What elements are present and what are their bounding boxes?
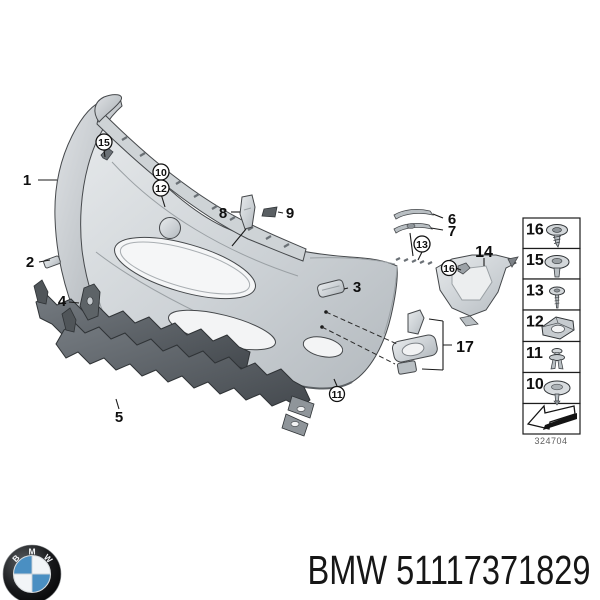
callout-labels: 1 2 3 4 5 6 7 8 9 14 17: [23, 172, 493, 426]
callout-8: 8: [219, 205, 227, 222]
part7-strip: [393, 222, 433, 234]
callout-4: 4: [58, 293, 67, 310]
bmw-logo-quadrant-blue-br: [32, 574, 51, 593]
torx-screw-icon: [546, 224, 568, 248]
circled-callout-16: 16: [440, 259, 458, 277]
svg-text:11: 11: [331, 389, 342, 401]
circled-callout-15: 15: [95, 133, 113, 151]
callout-7: 7: [448, 223, 456, 240]
upper-grille-opening: [114, 236, 256, 300]
part7-attach-line: [409, 232, 414, 257]
footer: B M W BMW 51117371829: [2, 544, 591, 600]
circled-callout-13: 13: [413, 235, 431, 253]
strip-horn-tip: [94, 94, 123, 123]
callout-5: 5: [115, 409, 123, 426]
part16-clip: [457, 262, 471, 275]
table-row-label: 11: [526, 345, 543, 362]
washer-bolt-icon: [544, 255, 570, 278]
support-bar-end-tab: [281, 395, 315, 437]
part-number-label: BMW 51117371829: [308, 547, 591, 593]
callout-6: 6: [448, 211, 456, 228]
corner-stud-ticks: [395, 257, 433, 265]
circled-callout-11: 11: [328, 385, 346, 403]
part6-strip: [393, 208, 434, 220]
part14-foot: [459, 315, 479, 327]
expansion-rivet-icon: [549, 348, 565, 370]
bmw-logo-letter-b: B: [10, 553, 21, 564]
fastener-table: 16 15 13 12 11 10: [522, 217, 581, 446]
callout-1: 1: [23, 172, 31, 189]
part17-trim: [391, 334, 438, 363]
svg-text:12: 12: [155, 183, 167, 195]
dashed-leader-1: [325, 311, 398, 345]
bmw-logo-quadrant-white-tr: [32, 555, 51, 574]
part9-clip: [261, 206, 278, 218]
part8-bracket-line: [243, 207, 252, 211]
circled-callout-12: 12: [152, 179, 170, 197]
circled-callout-10: 10: [152, 163, 170, 181]
bumper-crease-line: [111, 161, 299, 277]
cage-nut-icon: [541, 316, 575, 340]
diagram-ref-code: 324704: [534, 436, 567, 446]
bmw-logo-inner-ring: [12, 554, 52, 594]
install-direction-arrow-icon: [526, 404, 577, 430]
table-row-label: 15: [526, 252, 544, 269]
table-row-label: 12: [526, 314, 544, 331]
bmw-logo-cross-lines: [13, 555, 51, 593]
callout-3: 3: [353, 279, 361, 296]
fog-lamp-opening: [302, 336, 344, 358]
part3-cover: [317, 279, 345, 298]
svg-text:10: 10: [155, 167, 167, 179]
svg-text:15: 15: [98, 137, 110, 149]
bmw-logo-quadrant-white-bl: [13, 574, 32, 593]
callout-17: 17: [456, 339, 474, 356]
part8-attach-line: [231, 228, 247, 247]
callout-2: 2: [26, 254, 34, 271]
part8-bracket: [239, 194, 256, 230]
upper-grille-inner-line: [119, 241, 251, 295]
callout-leader-lines: [38, 149, 485, 410]
table-row-label: 10: [526, 376, 544, 393]
part7-grommet: [406, 223, 416, 229]
circled-callouts: 10 12 13 15 16 11: [95, 133, 458, 403]
end-tab-hole-2: [290, 421, 300, 427]
dashed-leader-2: [321, 326, 396, 365]
svg-text:16: 16: [443, 263, 455, 275]
svg-text:13: 13: [416, 239, 428, 251]
support-bar-lower-flag: [61, 307, 77, 333]
callout-14: 14: [475, 244, 493, 261]
table-row-label: 13: [526, 283, 544, 300]
part4-bracket-hole: [86, 296, 94, 306]
bmw-logo: B M W: [2, 544, 62, 600]
part14-cavity: [451, 265, 493, 301]
part17-lower-clip: [396, 360, 417, 375]
table-row-label: 16: [526, 222, 544, 239]
bumper-right-edge-shadow: [383, 265, 398, 335]
washer-cover-blank: [159, 217, 181, 239]
part2-clip: [43, 255, 61, 269]
washer-rivet-icon: [543, 380, 571, 406]
corner-top-shadow: [309, 257, 396, 265]
callout-9: 9: [286, 205, 294, 222]
bmw-logo-quadrant-blue-tl: [13, 555, 32, 575]
support-bar-upper-flag: [33, 279, 49, 305]
part17-upper-bracket: [407, 309, 425, 335]
long-screw-icon: [549, 286, 565, 309]
part14-right-tip: [507, 256, 519, 268]
end-tab-hole: [296, 406, 306, 412]
bmw-logo-letter-m: M: [28, 547, 35, 557]
